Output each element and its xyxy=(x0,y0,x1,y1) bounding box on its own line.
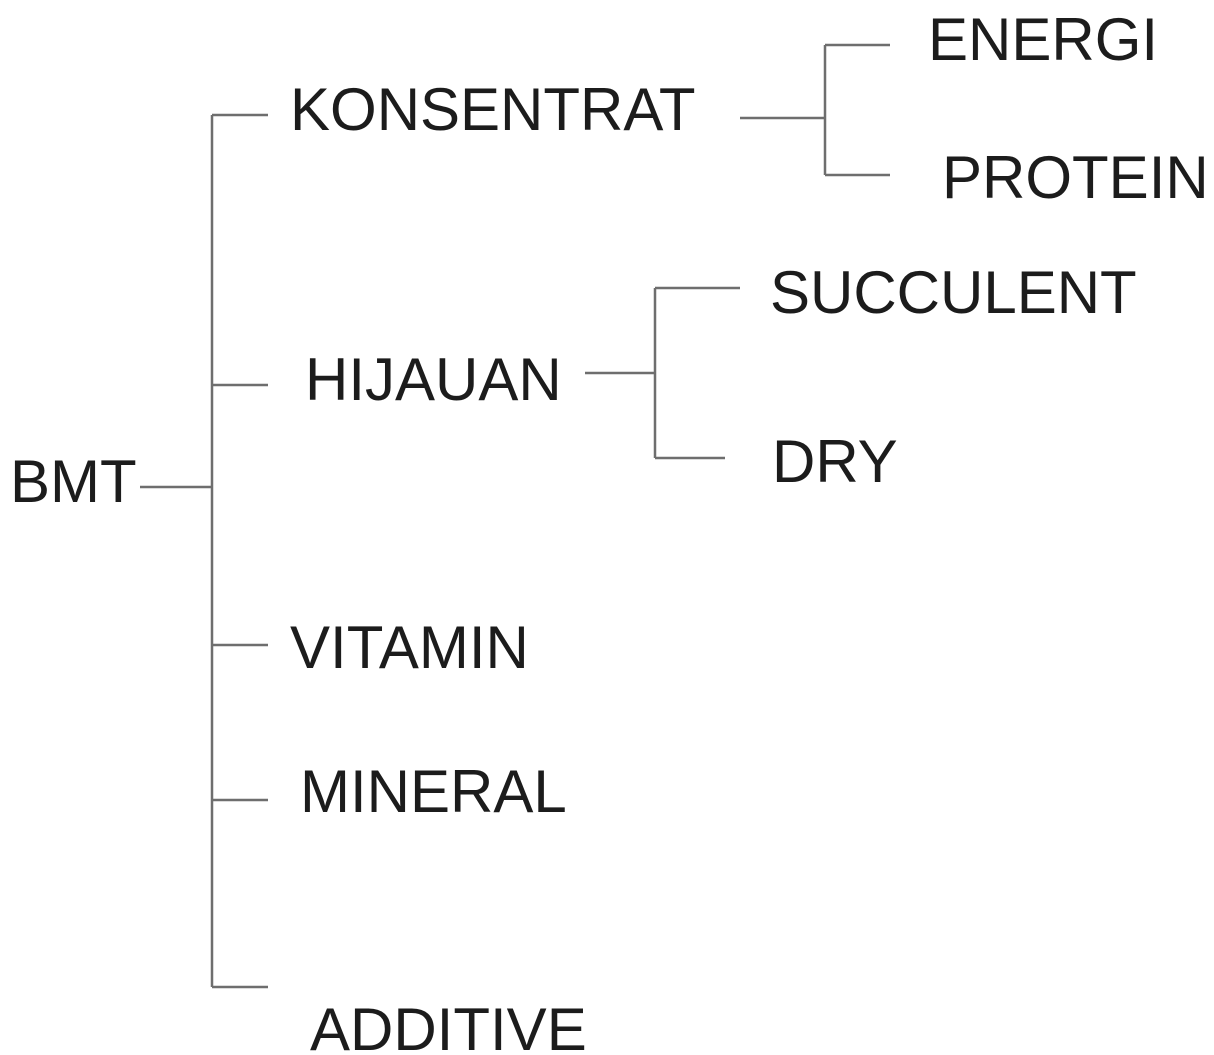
node-konsentrat: KONSENTRAT xyxy=(290,76,696,143)
node-vitamin: VITAMIN xyxy=(290,614,529,681)
tree-connectors xyxy=(140,43,890,989)
node-succulent: SUCCULENT xyxy=(770,259,1137,326)
node-bmt: BMT xyxy=(10,448,137,515)
node-mineral: MINERAL xyxy=(300,758,567,825)
node-additive: ADDITIVE xyxy=(310,996,587,1055)
node-protein: PROTEIN xyxy=(942,144,1209,211)
node-dry: DRY xyxy=(772,428,898,495)
tree-labels: BMT KONSENTRAT HIJAUAN VITAMIN MINERAL A… xyxy=(10,6,1209,1055)
node-energi: ENERGI xyxy=(928,6,1158,73)
node-hijauan: HIJAUAN xyxy=(305,346,562,413)
